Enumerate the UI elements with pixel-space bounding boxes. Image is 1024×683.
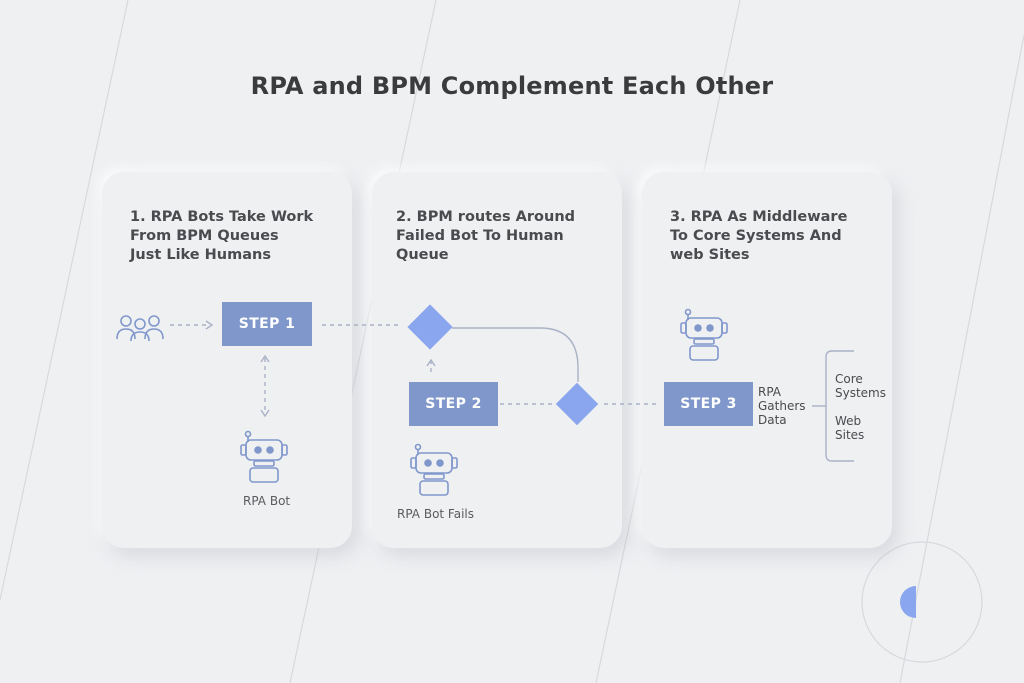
target-core-systems: Core Systems <box>835 372 886 400</box>
rpa-bot-caption: RPA Bot <box>243 494 291 508</box>
rpa-bot-fails-caption: RPA Bot Fails <box>397 507 474 521</box>
diagram-title: RPA and BPM Complement Each Other <box>250 72 774 100</box>
step-2-box: STEP 2 <box>409 382 498 426</box>
card-1-heading: 1. RPA Bots Take Work From BPM Queues Ju… <box>130 209 314 263</box>
card-step-3: 3. RPA As Middleware To Core Systems And… <box>642 172 892 548</box>
card-2-heading: 2. BPM routes Around Failed Bot To Human… <box>396 209 576 263</box>
target-web-sites: Web Sites <box>835 414 865 442</box>
card-step-1: 1. RPA Bots Take Work From BPM Queues Ju… <box>102 172 352 548</box>
rpa-gathers-data-label: RPA Gathers Data <box>758 385 806 427</box>
decorative-ring <box>861 541 983 663</box>
card-3-heading: 3. RPA As Middleware To Core Systems And… <box>670 209 848 263</box>
card-step-2: 2. BPM routes Around Failed Bot To Human… <box>372 172 622 548</box>
step-3-box: STEP 3 <box>664 382 753 426</box>
step-1-box: STEP 1 <box>222 302 312 346</box>
decorative-half-dot <box>900 586 916 618</box>
